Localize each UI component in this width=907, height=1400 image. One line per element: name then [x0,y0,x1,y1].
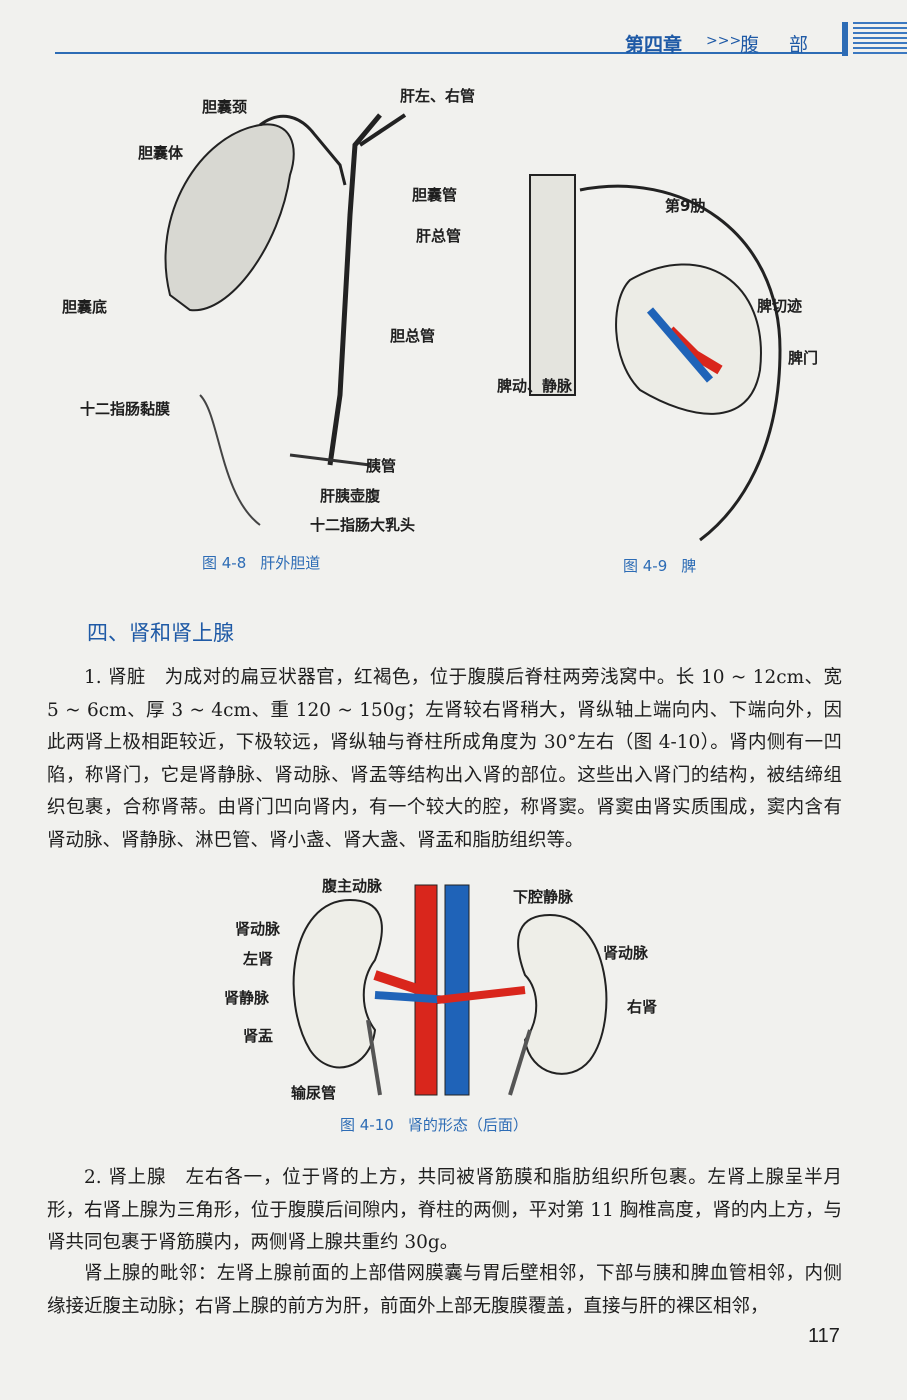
page-number: 117 [808,1325,840,1347]
caption-number: 图 4-10 [340,1116,394,1134]
part-title: 腹部 [740,34,839,56]
label-major-papilla: 十二指肠大乳头 [310,516,416,534]
label-splenic-vessels: 脾动、静脉 [497,377,573,395]
label-ureter: 输尿管 [291,1084,337,1102]
figure-4-8-bile-duct [164,113,407,526]
label-hepatic-ducts: 肝左、右管 [400,87,476,105]
figure-4-10-caption: 图 4-10 肾的形态（后面） [340,1114,542,1135]
figure-4-9-caption: 图 4-9 脾 [623,555,710,576]
label-renal-pelvis: 肾盂 [243,1027,274,1045]
label-abdominal-aorta: 腹主动脉 [322,877,383,895]
label-inferior-vena-cava: 下腔静脉 [513,888,574,906]
label-gallbladder-neck: 胆囊颈 [202,98,248,116]
label-right-kidney: 右肾 [627,998,658,1016]
caption-title: 脾 [681,557,697,575]
paragraph-kidney: 1. 肾脏 为成对的扁豆状器官，红褐色，位于腹膜后脊柱两旁浅窝中。长 10 ~ … [47,667,842,851]
label-gallbladder-body: 胆囊体 [138,144,184,162]
figure-4-10-kidney [292,884,608,1096]
caption-title: 肝外胆道 [260,554,321,572]
label-renal-artery-right: 肾动脉 [603,944,649,962]
caption-number: 图 4-8 [202,554,247,572]
figure-4-9-spleen [529,174,782,542]
header-bar [842,22,848,56]
paragraph-adrenal: 2. 肾上腺 左右各一，位于肾的上方，共同被肾筋膜和脂肪组织所包裹。左肾上腺呈半… [47,1167,842,1253]
section-title: 四、肾和肾上腺 [87,621,234,645]
label-ampulla: 肝胰壶腹 [320,487,381,505]
label-splenic-hilum: 脾门 [788,349,819,367]
label-duodenal-mucosa: 十二指肠黏膜 [80,400,171,418]
label-renal-artery-left: 肾动脉 [235,920,281,938]
label-left-kidney: 左肾 [243,950,274,968]
label-pancreatic-duct: 胰管 [366,457,397,475]
chapter-title: 第四章 [625,34,683,56]
label-common-hepatic-duct: 肝总管 [416,227,462,245]
label-splenic-notch: 脾切迹 [757,297,803,315]
caption-number: 图 4-9 [623,557,668,575]
header-arrows: >>> [706,33,742,49]
header-rule [55,52,845,54]
paragraph-adrenal-relations: 肾上腺的毗邻：左肾上腺前面的上部借网膜囊与胃后壁相邻，下部与胰和脾血管相邻，内侧… [47,1263,842,1317]
label-common-bile-duct: 胆总管 [390,327,436,345]
figure-4-8-caption: 图 4-8 肝外胆道 [202,552,334,573]
header-stripes [853,22,907,56]
label-renal-vein: 肾静脉 [224,989,270,1007]
label-ninth-rib: 第9肋 [665,197,706,215]
label-cystic-duct: 胆囊管 [412,186,458,204]
label-gallbladder-fundus: 胆囊底 [62,298,108,316]
caption-title: 肾的形态（后面） [407,1116,528,1134]
